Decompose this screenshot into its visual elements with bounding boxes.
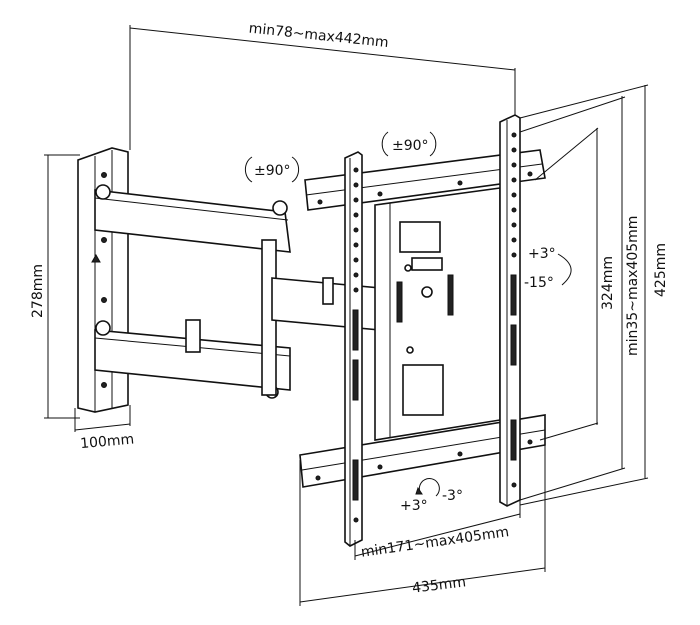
vesa-vertical-range-label: min35~max405mm [625, 216, 641, 356]
lower-arm [94, 319, 291, 399]
wall-plate-width-dimension: 100mm [74, 405, 135, 452]
total-width-label: 435mm [411, 574, 467, 596]
tilt-annotation: +3° -15° [524, 246, 572, 291]
vesa-horizontal-range-dimension: min171~max405mm [354, 500, 521, 561]
vesa-vertical-range-dimension: min35~max405mm [621, 96, 641, 469]
total-height-label: 425mm [653, 243, 669, 297]
left-vertical-rail [344, 151, 363, 547]
arm-extension-dimension: min78~max442mm [129, 21, 516, 150]
swivel-left-annotation: ±90° [244, 156, 300, 183]
wall-plate-width-label: 100mm [80, 431, 135, 452]
roll-minus-label: -3° [442, 488, 463, 504]
tilt-down-label: -15° [524, 275, 554, 291]
arm-extension-label: min78~max442mm [248, 21, 389, 52]
right-vertical-rail [499, 114, 521, 507]
roll-annotation: +3° -3° [400, 478, 463, 514]
vesa-horizontal-range-label: min171~max405mm [360, 524, 510, 561]
wall-plate-height-label: 278mm [30, 264, 46, 318]
vesa-vertical-inner-dimension: 324mm [596, 128, 616, 425]
swivel-right-annotation: ±90° [381, 131, 437, 157]
tilt-up-label: +3° [528, 246, 556, 262]
upper-arm [94, 184, 291, 253]
wall-plate-height-dimension: 278mm [30, 154, 80, 419]
total-height-dimension: 425mm [644, 85, 669, 478]
swivel-right-label: ±90° [392, 138, 429, 154]
total-width-dimension: 435mm [299, 445, 546, 606]
roll-plus-label: +3° [400, 498, 428, 514]
swivel-left-label: ±90° [254, 163, 291, 179]
center-mount-plate [374, 187, 501, 441]
tv-outline [519, 84, 649, 506]
vesa-vertical-inner-label: 324mm [600, 256, 616, 310]
